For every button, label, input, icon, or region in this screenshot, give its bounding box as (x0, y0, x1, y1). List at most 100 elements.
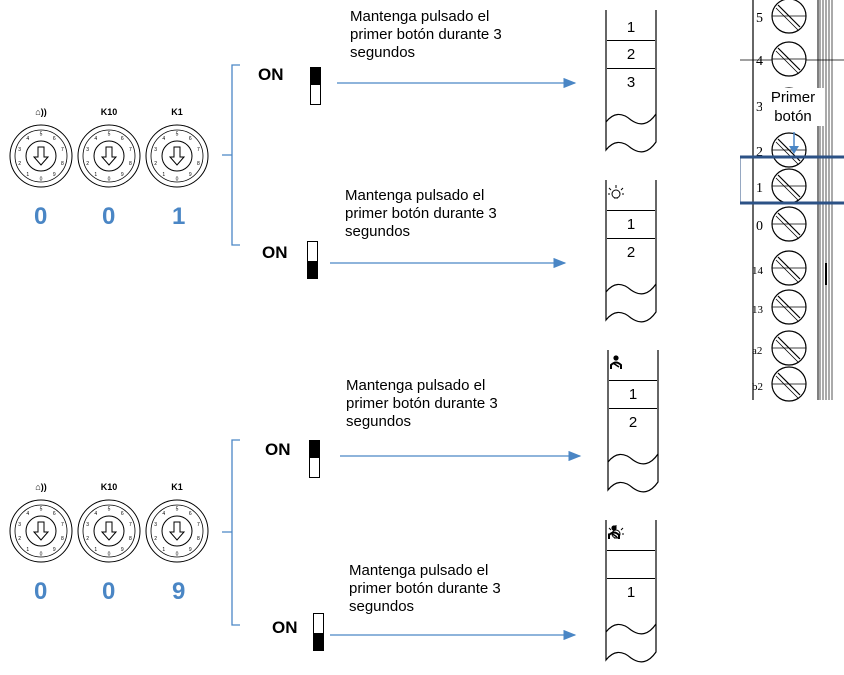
instruction-line: Mantenga pulsado el (350, 8, 490, 25)
dip-switch-icon (313, 613, 324, 651)
svg-text:3: 3 (18, 522, 21, 528)
bracket-top (222, 64, 240, 246)
on-label: ON (265, 440, 291, 459)
key-2: 2 (607, 238, 655, 266)
svg-text:6: 6 (53, 511, 56, 517)
key-2: 2 (607, 40, 655, 68)
instruction-line: primer botón durante 3 (349, 580, 501, 597)
instruction-line: Mantenga pulsado el (345, 187, 485, 204)
svg-text:4: 4 (26, 136, 29, 142)
svg-text:3: 3 (86, 147, 89, 153)
instruction-line: segundos (346, 413, 412, 430)
svg-text:7: 7 (197, 522, 200, 528)
svg-text:7: 7 (61, 522, 64, 528)
svg-text:5: 5 (40, 507, 43, 513)
keypad-panel: 1 (605, 520, 657, 665)
svg-text:8: 8 (129, 536, 132, 542)
svg-text:9: 9 (53, 547, 56, 553)
bracket-bottom (222, 439, 240, 626)
instruction-line: primer botón durante 3 (345, 205, 497, 222)
svg-text:3: 3 (154, 147, 157, 153)
svg-text:1: 1 (26, 172, 29, 178)
svg-text:6: 6 (189, 511, 192, 517)
svg-text:7: 7 (61, 147, 64, 153)
svg-text:4: 4 (162, 511, 165, 517)
instruction-line: segundos (349, 598, 415, 615)
svg-text:1: 1 (94, 547, 97, 553)
svg-text:4: 4 (162, 136, 165, 142)
key-number: 2 (626, 46, 636, 63)
dial-value: 0 (34, 203, 48, 230)
dial-value: 9 (172, 578, 186, 605)
svg-text:8: 8 (129, 161, 132, 167)
svg-text:5: 5 (108, 507, 111, 513)
key-number: 1 (626, 18, 636, 36)
svg-text:4: 4 (94, 511, 97, 517)
svg-text:6: 6 (53, 136, 56, 142)
dial-label: ⌂)) (35, 482, 47, 492)
svg-text:5: 5 (176, 507, 179, 513)
key-2: 2 (609, 408, 657, 436)
instruction-line: segundos (350, 44, 416, 61)
svg-text:4: 4 (94, 136, 97, 142)
svg-text:4: 4 (26, 511, 29, 517)
key-1: 1 (607, 14, 655, 40)
dial-value: 0 (34, 578, 48, 605)
instruction-line: Mantenga pulsado el (349, 562, 489, 579)
instruction-line: primer botón durante 3 (346, 395, 498, 412)
key-number: 1 (628, 386, 638, 403)
key-number: 1 (626, 216, 636, 233)
svg-text:6: 6 (121, 511, 124, 517)
key-number: 1 (626, 584, 636, 601)
svg-text:2: 2 (154, 536, 157, 542)
dip-switch-icon (310, 67, 321, 105)
svg-text:5: 5 (108, 132, 111, 138)
on-label: ON (262, 243, 288, 262)
terminal-label: 2 (756, 145, 763, 160)
svg-text:2: 2 (18, 161, 21, 167)
key-number: 3 (626, 74, 636, 91)
svg-text:1: 1 (94, 172, 97, 178)
svg-text:3: 3 (86, 522, 89, 528)
dial-value: 0 (102, 578, 116, 605)
svg-text:1: 1 (162, 172, 165, 178)
svg-text:1: 1 (26, 547, 29, 553)
dip-switch-icon (307, 241, 318, 279)
terminal-label: 0 (756, 219, 763, 234)
terminal-label: 13 (752, 304, 764, 316)
svg-text:9: 9 (121, 172, 124, 178)
svg-text:2: 2 (86, 536, 89, 542)
key-number: 2 (626, 244, 636, 261)
dial-label: ⌂)) (35, 107, 47, 117)
svg-text:0: 0 (40, 177, 43, 183)
svg-text:2: 2 (18, 536, 21, 542)
key-1: 1 (609, 380, 657, 408)
key-1: 1 (607, 578, 655, 606)
dial-label: K10 (100, 107, 118, 117)
key-number: 2 (628, 414, 638, 431)
terminal-label: 14 (752, 265, 764, 277)
callout-line-2: botón (774, 108, 812, 125)
instruction-line: Mantenga pulsado el (346, 377, 486, 394)
svg-text:2: 2 (86, 161, 89, 167)
key-3: 3 (607, 68, 655, 96)
key-1: 1 (607, 210, 655, 238)
svg-text:3: 3 (18, 147, 21, 153)
svg-text:7: 7 (197, 147, 200, 153)
svg-text:6: 6 (189, 136, 192, 142)
person-icon (607, 525, 655, 578)
terminal-label: 3 (756, 100, 763, 115)
instruction-line: segundos (345, 223, 411, 240)
callout-line-1: Primer (770, 89, 816, 106)
svg-text:0: 0 (108, 177, 111, 183)
dial-value: 0 (102, 203, 116, 230)
terminal-screw-icon (771, 0, 807, 34)
